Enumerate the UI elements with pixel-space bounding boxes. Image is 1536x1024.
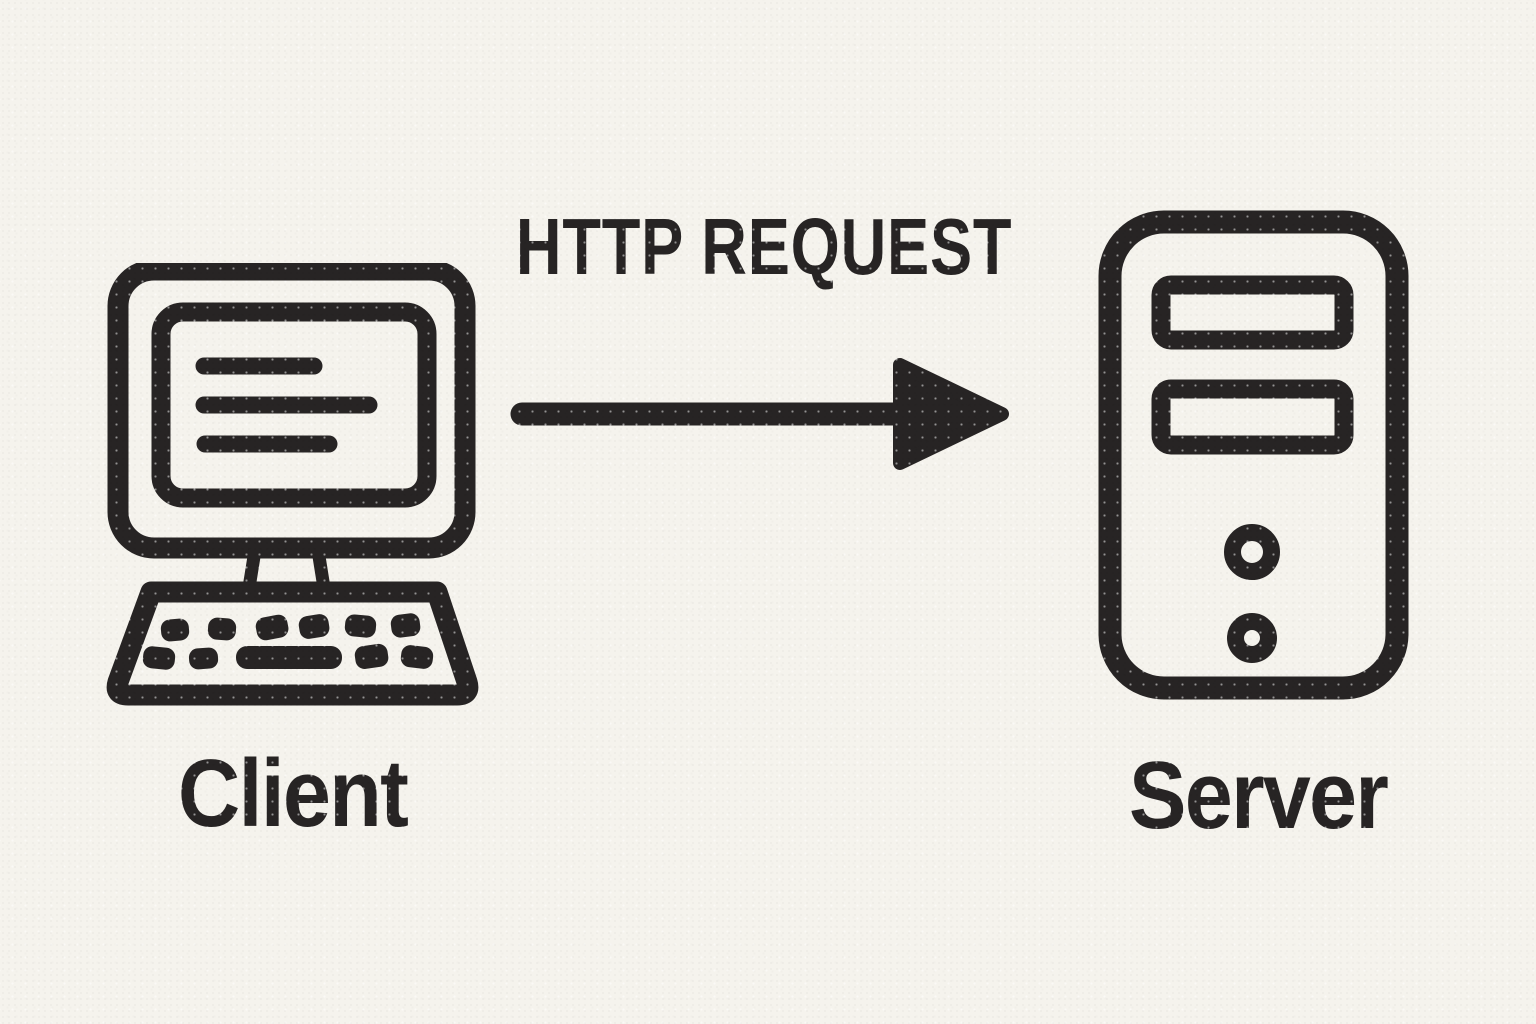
arrow-right-icon [510,358,1009,470]
client-label: Client [177,740,409,847]
server-bay-top [1151,275,1354,350]
keyboard-keys [142,613,434,670]
http-request-label: HTTP REQUEST [515,202,1013,291]
server-bay-bottom [1151,379,1354,455]
arrow-head [893,358,1009,470]
server-button-small [1227,613,1277,663]
screen-text-lines [195,357,378,453]
server-tower-icon [1098,210,1409,700]
monitor-screen [151,302,437,508]
client-node [105,263,480,713]
keyboard-outline [106,581,479,706]
desktop-computer-icon [106,263,479,706]
server-label: Server [1128,742,1389,849]
http-request-edge [508,352,1018,472]
server-case [1098,210,1409,700]
server-node [1096,208,1411,703]
server-button-large [1224,524,1280,580]
